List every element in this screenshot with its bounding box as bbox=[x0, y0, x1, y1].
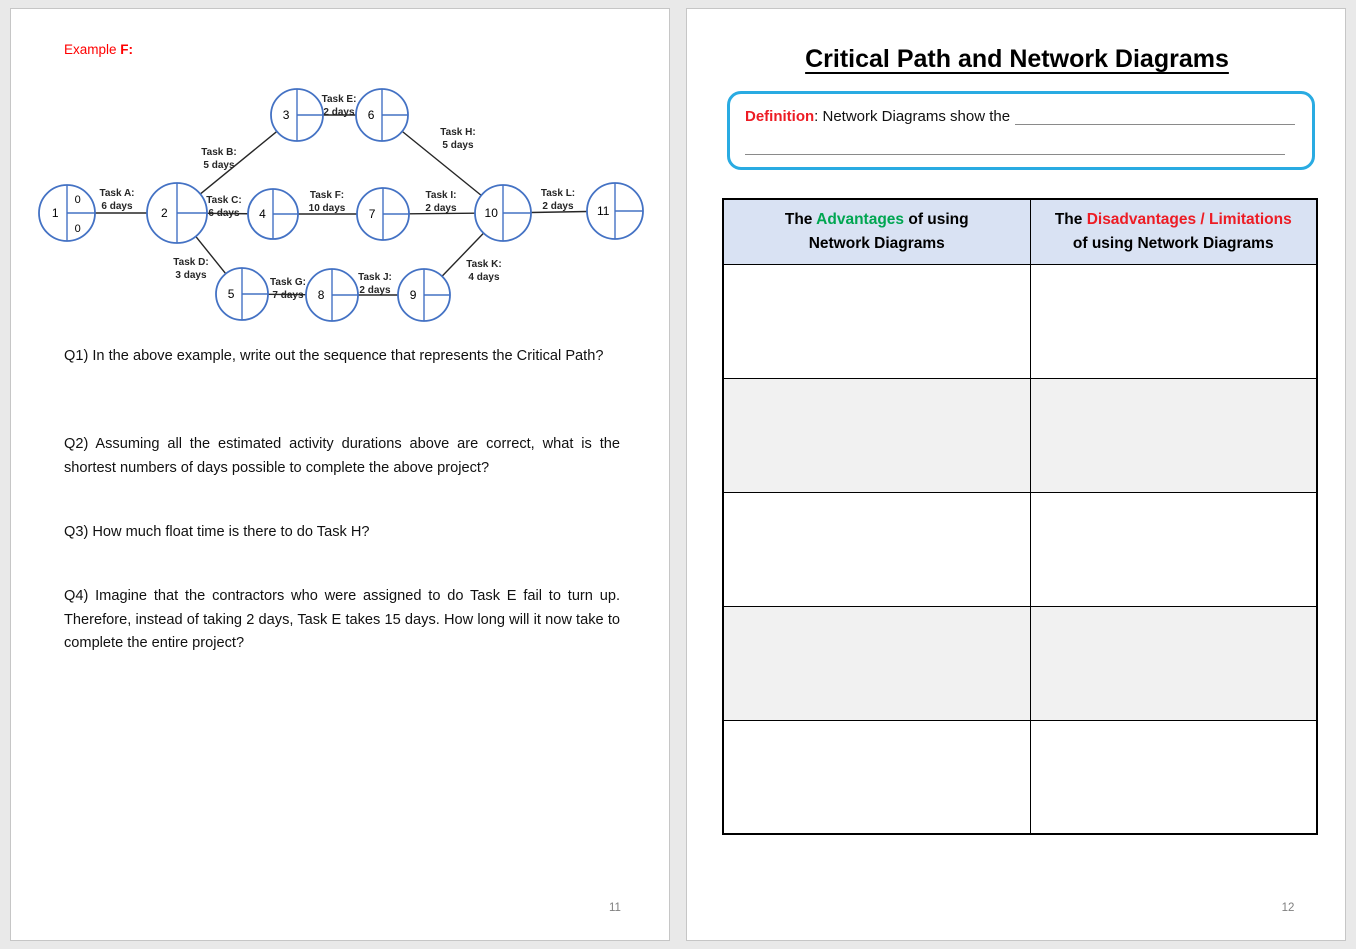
disadvantages-cell[interactable] bbox=[1029, 377, 1318, 493]
node-number: 4 bbox=[259, 207, 266, 221]
node-number: 7 bbox=[369, 207, 376, 221]
task-arrow-K bbox=[441, 232, 485, 277]
node-number: 2 bbox=[161, 206, 168, 220]
task-label: Task K:4 days bbox=[466, 259, 501, 283]
disadvantages-cell[interactable] bbox=[1029, 605, 1318, 721]
table-row bbox=[722, 263, 1318, 379]
task-arrow-B bbox=[199, 130, 278, 195]
task-label: Task G:7 days bbox=[270, 277, 306, 301]
page-number-12: 12 bbox=[1281, 902, 1295, 914]
node-earliest-time: 0 bbox=[75, 194, 81, 206]
task-arrow-I bbox=[408, 212, 476, 215]
disadvantages-cell[interactable] bbox=[1029, 491, 1318, 607]
table-header-row: The Advantages of using Network Diagrams… bbox=[722, 198, 1318, 265]
table-row bbox=[722, 719, 1318, 835]
example-heading-bold: F: bbox=[120, 42, 134, 57]
advantages-cell[interactable] bbox=[722, 605, 1031, 721]
node-number: 3 bbox=[283, 108, 290, 122]
task-label: Task B:5 days bbox=[201, 147, 236, 171]
task-label: Task C:6 days bbox=[206, 195, 241, 219]
task-label: Task L:2 days bbox=[541, 188, 575, 212]
question-4: Q4) Imagine that the contractors who wer… bbox=[64, 588, 620, 651]
node-number: 8 bbox=[318, 288, 325, 302]
node-number: 9 bbox=[410, 288, 417, 302]
task-label: Task I:2 days bbox=[425, 190, 457, 214]
question-2: Q2) Assuming all the estimated activity … bbox=[64, 436, 620, 476]
question-3: Q3) How much float time is there to do T… bbox=[64, 524, 370, 540]
node-number: 11 bbox=[597, 204, 610, 218]
task-label: Task J:2 days bbox=[358, 272, 392, 296]
definition-label: Definition bbox=[745, 108, 815, 125]
node-number: 1 bbox=[52, 206, 59, 220]
advantages-cell[interactable] bbox=[722, 263, 1031, 379]
header-text-segment: The bbox=[784, 210, 817, 228]
question-1: Q1) In the above example, write out the … bbox=[64, 348, 604, 364]
definition-blank-line-2[interactable] bbox=[745, 154, 1285, 155]
header-text-segment: The bbox=[1054, 210, 1087, 228]
definition-box: Definition: Network Diagrams show the bbox=[727, 91, 1315, 170]
table-row bbox=[722, 377, 1318, 493]
node-number: 6 bbox=[368, 108, 375, 122]
task-arrow-H bbox=[401, 130, 482, 196]
task-label: Task H:5 days bbox=[440, 127, 475, 151]
definition-text: : Network Diagrams show the bbox=[814, 108, 1011, 125]
task-label: Task D:3 days bbox=[173, 257, 208, 281]
advantages-header: The Advantages of using Network Diagrams bbox=[722, 198, 1031, 265]
definition-blank-line-1[interactable] bbox=[1015, 107, 1295, 125]
task-arrow-D bbox=[195, 235, 227, 275]
example-heading-prefix: Example bbox=[64, 42, 121, 57]
table-row bbox=[722, 605, 1318, 721]
disadvantages-cell[interactable] bbox=[1029, 263, 1318, 379]
page-title: Critical Path and Network Diagrams bbox=[805, 45, 1229, 73]
task-label: Task E:2 days bbox=[322, 94, 357, 118]
network-diagram: Task A:6 days Task B:5 days Task E:2 daysT… bbox=[38, 88, 644, 322]
header-text-segment: of using Network Diagrams bbox=[1072, 234, 1274, 252]
disadvantages-cell[interactable] bbox=[1029, 719, 1318, 835]
header-text-segment: Advantages bbox=[816, 210, 905, 228]
node-number: 10 bbox=[485, 206, 499, 220]
example-heading: Example F: bbox=[64, 42, 133, 57]
disadvantages-header: The Disadvantages / Limitations of using… bbox=[1029, 198, 1318, 265]
advantages-cell[interactable] bbox=[722, 719, 1031, 835]
header-text-segment: of using Network Diagrams bbox=[808, 210, 969, 252]
page-number-11: 11 bbox=[609, 902, 621, 914]
table-row bbox=[722, 491, 1318, 607]
page-12: Critical Path and Network Diagrams Defin… bbox=[686, 8, 1346, 941]
task-label: Task F:10 days bbox=[309, 190, 346, 214]
task-label: Task A:6 days bbox=[99, 188, 134, 212]
node-latest-time: 0 bbox=[75, 223, 81, 235]
advantages-cell[interactable] bbox=[722, 491, 1031, 607]
advantages-disadvantages-table: The Advantages of using Network Diagrams… bbox=[722, 198, 1318, 835]
header-text-segment: Disadvantages / Limitations bbox=[1086, 210, 1292, 228]
node-number: 5 bbox=[228, 287, 235, 301]
task-arrow-L bbox=[530, 210, 588, 214]
advantages-cell[interactable] bbox=[722, 377, 1031, 493]
definition-line: Definition: Network Diagrams show the bbox=[745, 107, 1297, 125]
